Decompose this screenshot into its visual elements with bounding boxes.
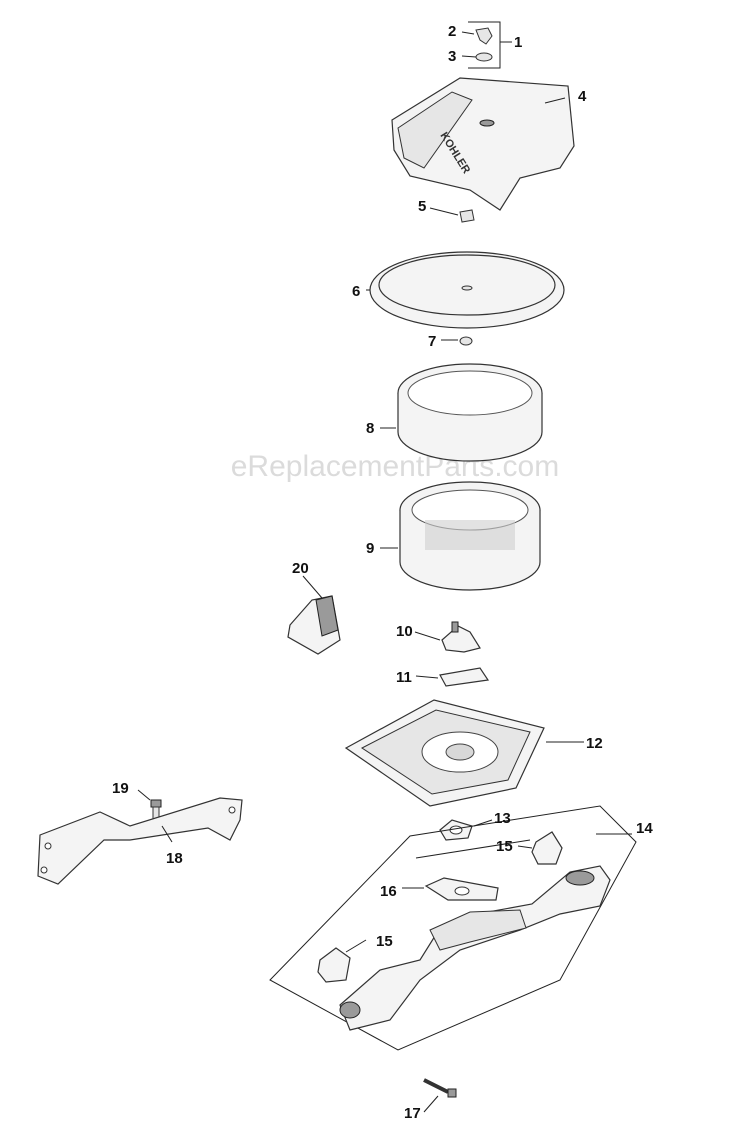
part-14-group-frame — [269, 805, 637, 1051]
callout-8: 8 — [366, 420, 374, 437]
callout-1: 1 — [514, 34, 522, 51]
callout-10: 10 — [396, 623, 413, 640]
callout-14: 14 — [636, 820, 653, 837]
knob-part — [475, 27, 493, 45]
callout-15-left: 15 — [376, 933, 393, 950]
part-5 — [429, 207, 475, 223]
air-cleaner-lid — [366, 251, 565, 329]
part-11-gasket — [415, 667, 490, 687]
callout-7: 7 — [428, 333, 436, 350]
callout-11: 11 — [396, 669, 412, 686]
callout-20: 20 — [292, 560, 309, 577]
callout-3: 3 — [448, 48, 456, 65]
callout-18: 18 — [166, 850, 183, 867]
part-20-shield — [287, 575, 341, 655]
callout-5: 5 — [418, 198, 426, 215]
precleaner-element — [380, 363, 543, 462]
callout-4: 4 — [578, 88, 587, 105]
callout-6: 6 — [352, 283, 360, 300]
callout-2: 2 — [448, 23, 456, 40]
part-15-gasket-right — [517, 831, 563, 865]
part-17-bolt — [423, 1078, 457, 1113]
part-19-bolt — [137, 789, 162, 826]
callout-12: 12 — [586, 735, 603, 752]
callout-16: 16 — [380, 883, 397, 900]
air-filter-element — [380, 481, 541, 591]
callout-17: 17 — [404, 1105, 421, 1122]
callout-19: 19 — [112, 780, 129, 797]
callout-13: 13 — [494, 810, 511, 827]
part-1-assembly — [461, 21, 512, 69]
callout-15-right: 15 — [496, 838, 513, 855]
part-16-gasket — [402, 877, 499, 901]
part-7 — [441, 336, 473, 346]
air-cleaner-cover: KOHLER — [391, 77, 575, 211]
washer-part — [475, 52, 493, 62]
part-15-gasket-left — [317, 939, 367, 983]
part-10-clamp — [414, 621, 481, 653]
part-18-bracket — [37, 797, 243, 885]
callout-9: 9 — [366, 540, 374, 557]
air-cleaner-base — [344, 699, 584, 807]
part-14-elbow — [339, 865, 611, 1031]
